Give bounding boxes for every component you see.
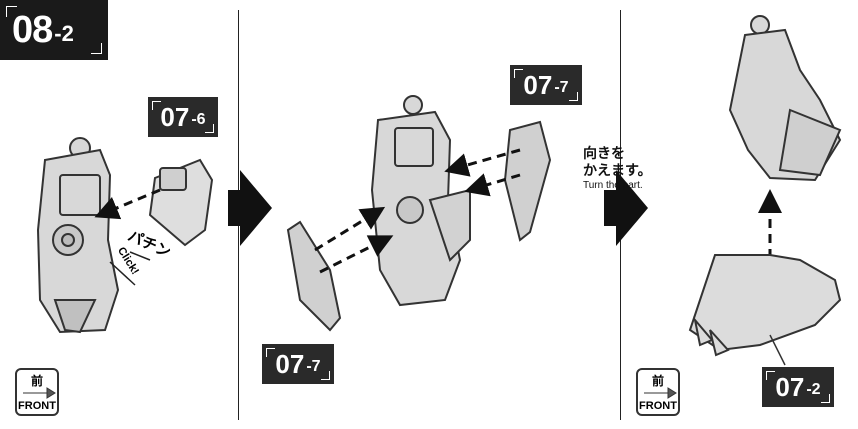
next-panel-arrow-1 [228, 170, 272, 246]
arrow-07-6-to-body [94, 188, 161, 220]
plate-part-07-7-left [286, 220, 342, 332]
step-number: 08 [12, 8, 53, 51]
turn-part-text-en: Turn the part. [583, 180, 643, 191]
turn-part-text-jp: 向きを かえます。 [583, 145, 652, 178]
turned-torso-assembly [728, 15, 842, 182]
arrow-right-plate-lower [464, 173, 521, 197]
next-panel-arrow-2 [604, 170, 648, 246]
front-direction-icon-left: 前 FRONT [15, 368, 59, 416]
shield-part-07-6 [148, 158, 214, 247]
part-label-07-7-top: 07 -7 [510, 65, 582, 105]
part-label-07-7-bottom: 07 -7 [262, 344, 334, 384]
part-label-07-2: 07 -2 [762, 367, 834, 407]
step-number-badge: 08 -2 [0, 0, 108, 60]
arrow-left-plate-upper [314, 206, 386, 252]
front-direction-icon-right: 前 FRONT [636, 368, 680, 416]
arrow-right-plate-upper [444, 148, 521, 177]
part-label-07-6: 07 -6 [148, 97, 218, 137]
plate-part-07-7-right [503, 120, 552, 242]
torso-assembly-center [370, 95, 471, 307]
torso-assembly-left [36, 137, 120, 334]
step-sub-number: -2 [54, 21, 74, 46]
arrow-left-plate-lower [319, 235, 394, 274]
leg-part-07-2 [688, 254, 842, 357]
front-arrow-icon [23, 387, 56, 399]
front-arrow-icon [644, 387, 677, 399]
